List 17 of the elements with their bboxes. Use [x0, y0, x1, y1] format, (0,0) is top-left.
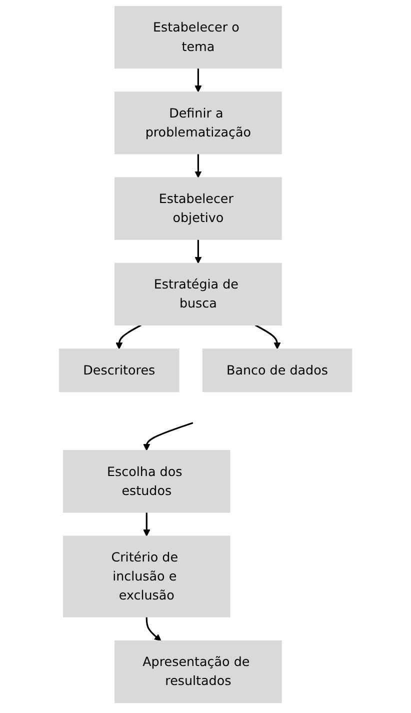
node-box: Estabelecer o tema: [114, 6, 282, 69]
node-box: Critério de inclusão e exclusão: [62, 536, 230, 618]
node-box: Definir a problematização: [114, 92, 282, 154]
arrow: [194, 240, 202, 264]
node-box: Estabelecer objetivo: [114, 177, 282, 240]
arrow: [194, 68, 202, 92]
arrow: [194, 154, 202, 178]
node-box: Apresentação de resultados: [114, 640, 282, 704]
node-box: Descritores: [58, 348, 180, 392]
arrow: [116, 324, 142, 350]
arrow: [143, 512, 150, 536]
node-box: Banco de dados: [202, 348, 352, 392]
arrow: [146, 616, 162, 642]
node-box: Estratégia de busca: [114, 262, 282, 326]
arrow: [143, 422, 194, 451]
node-box: Escolha dos estudos: [62, 450, 230, 513]
arrow: [254, 324, 281, 350]
